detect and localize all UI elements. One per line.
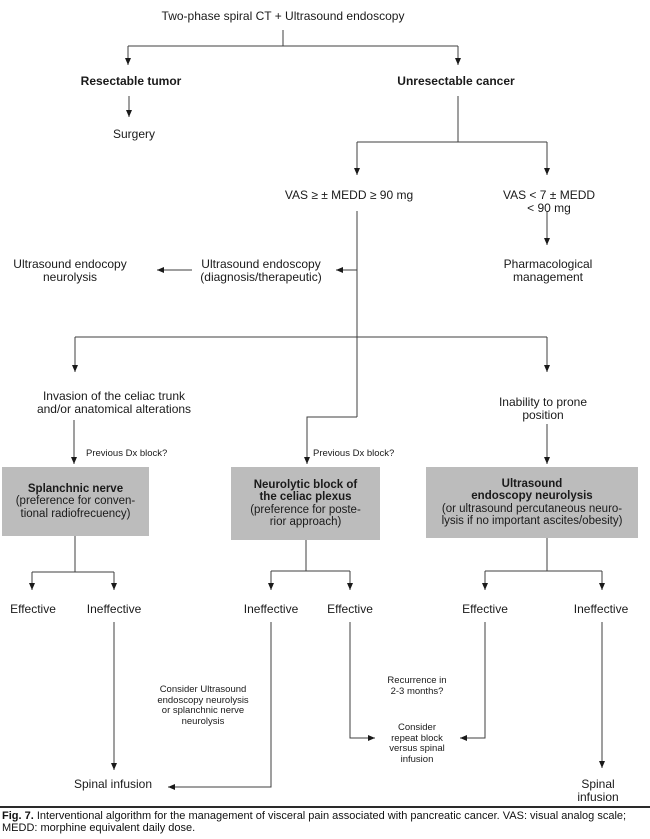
box-splanchnic-sub: (preference for conven- tional radiofrec… (15, 495, 136, 520)
arrow-to-neurolytic-box (304, 416, 357, 464)
arrow-mid-effective-to-repeat (349, 622, 375, 741)
node-vas-low: VAS < 7 ± MEDD < 90 mg (502, 188, 596, 215)
label-right-effective: Effective (462, 602, 508, 616)
arrow-right-effective-to-repeat (460, 622, 486, 741)
note-recurrence: Recurrence in 2-3 months? (387, 675, 447, 697)
caption-text: Interventional algorithm for the managem… (2, 810, 627, 834)
label-right-ineffective: Ineffective (573, 602, 629, 616)
node-vas-high: VAS ≥ ± MEDD ≥ 90 mg (284, 188, 414, 202)
box-ultrasound-neurolysis: Ultrasound endoscopy neurolysis (or ultr… (426, 467, 638, 538)
label-mid-effective: Effective (327, 602, 373, 616)
node-root: Two-phase spiral CT + Ultrasound endosco… (161, 9, 405, 23)
box-splanchnic-title: Splanchnic nerve (27, 482, 124, 495)
node-us-endoscopy-diagnostic: Ultrasound endoscopy (diagnosis/therapeu… (200, 257, 322, 284)
node-spinal-infusion-right: Spinal infusion (577, 777, 619, 804)
node-invasion-celiac: Invasion of the celiac trunk and/or anat… (36, 389, 192, 416)
label-previous-dx-left: Previous Dx block? (86, 448, 168, 459)
node-surgery: Surgery (112, 127, 156, 141)
label-mid-ineffective: Ineffective (243, 602, 299, 616)
box-neurolytic-title: Neurolytic block of the celiac plexus (253, 478, 358, 504)
node-inability-prone: Inability to prone position (498, 395, 588, 422)
box-splanchnic-nerve: Splanchnic nerve (preference for conven-… (2, 467, 149, 536)
figure-caption: Fig. 7. Interventional algorithm for the… (2, 810, 647, 834)
arrow-mid-ineffective-to-spinal (168, 622, 272, 790)
note-consider-repeat: Consider repeat block versus spinal infu… (389, 722, 445, 765)
node-unresectable-cancer: Unresectable cancer (397, 74, 515, 88)
box-usn-title: Ultrasound endoscopy neurolysis (471, 477, 593, 503)
node-spinal-infusion-left: Spinal infusion (73, 777, 153, 791)
label-left-effective: Effective (10, 602, 56, 616)
caption-fig-label: Fig. 7. (2, 810, 34, 822)
caption-divider (0, 806, 650, 808)
note-consider-usn: Consider Ultrasound endoscopy neurolysis… (157, 684, 249, 727)
label-previous-dx-mid: Previous Dx block? (313, 448, 395, 459)
node-pharmacological: Pharmacological management (503, 257, 593, 284)
box-neurolytic-sub: (preference for poste- rior approach) (250, 503, 361, 529)
label-left-ineffective: Ineffective (86, 602, 142, 616)
box-neurolytic-block: Neurolytic block of the celiac plexus (p… (231, 467, 380, 540)
node-resectable-tumor: Resectable tumor (80, 74, 182, 88)
box-usn-sub: (or ultrasound percutaneous neuro- lysis… (441, 502, 623, 528)
node-us-endoscopy-neurolysis: Ultrasound endocopy neurolysis (13, 257, 127, 284)
